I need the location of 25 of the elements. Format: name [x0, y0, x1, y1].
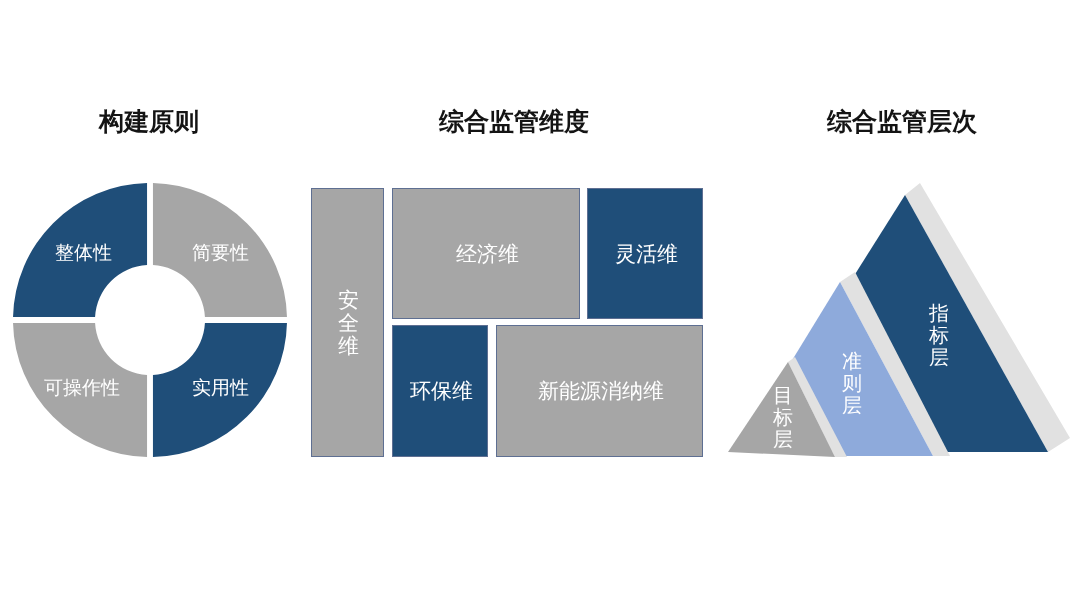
- block-tile: [392, 188, 580, 319]
- tile-label: 安全维: [338, 288, 359, 359]
- block-tile: [392, 325, 488, 457]
- layer-label: 准则层: [842, 350, 862, 416]
- segment-label: 简要性: [191, 240, 249, 264]
- layer-label: 目标层: [773, 384, 793, 450]
- block-tile: [496, 325, 703, 457]
- tile-label: 经济维: [455, 241, 519, 268]
- segment-label: 可操作性: [44, 375, 120, 399]
- section-heading: 综合监管维度: [439, 107, 589, 137]
- ring-segment: [13, 320, 150, 457]
- ring-segment: [13, 183, 150, 320]
- ring-segment: [150, 320, 287, 457]
- block-tile: [311, 188, 384, 457]
- tile-label: 新能源消纳维: [537, 379, 664, 405]
- block-tile: [587, 188, 703, 319]
- triangle-layer: [791, 272, 950, 456]
- segment-label: 整体性: [54, 240, 112, 264]
- layer-label: 指标层: [929, 302, 949, 368]
- section-heading: 构建原则: [99, 107, 199, 137]
- segment-label: 实用性: [191, 375, 249, 399]
- ring-segment: [150, 183, 287, 320]
- tile-label: 灵活维: [614, 241, 678, 268]
- tile-label: 环保维: [409, 379, 473, 405]
- section-heading: 综合监管层次: [827, 107, 977, 137]
